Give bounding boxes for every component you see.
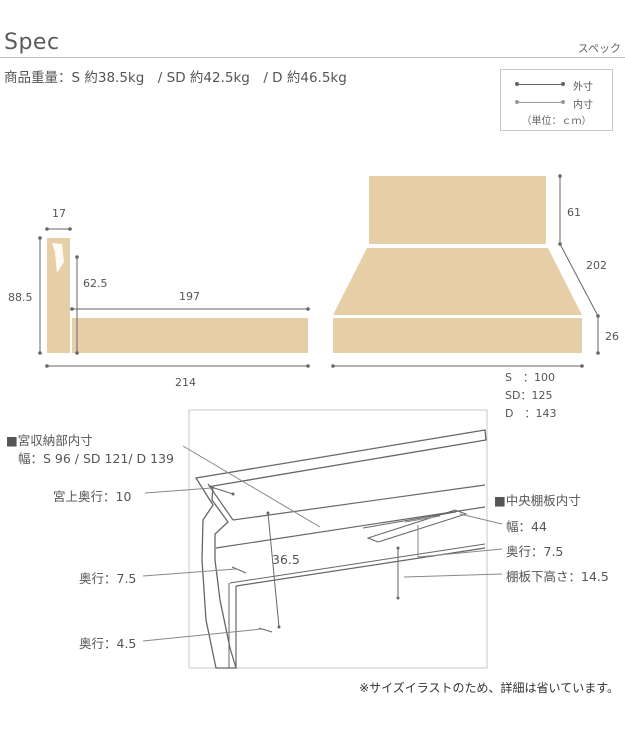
- line-end-dot-icon: [561, 82, 565, 86]
- top-headboard: [369, 176, 546, 244]
- line-end-dot-icon: [515, 82, 519, 86]
- dim-width-sd: SD：125: [505, 389, 553, 402]
- dimension-legend: 外寸 内寸 （単位：ｃｍ）: [500, 69, 613, 131]
- side-view-drawing: [38, 227, 310, 368]
- product-weight: 商品重量：S 約38.5kg / SD 約42.5kg / D 約46.5kg: [4, 70, 347, 86]
- top-depth: 宮上奥行：10: [53, 489, 132, 504]
- dim-headboard-width: 17: [52, 207, 66, 220]
- side-frame: [72, 318, 308, 353]
- footnote: ※サイズイラストのため、詳細は省いています。: [359, 681, 619, 695]
- top-frame: [333, 318, 582, 353]
- dim-inner-length: 197: [179, 290, 200, 303]
- dim-frame-height: 26: [605, 330, 619, 343]
- dim-frame-height: 62.5: [83, 277, 108, 290]
- inner-height: 36.5: [272, 552, 300, 567]
- page-subtitle: スペック: [577, 42, 621, 55]
- shelf-width: 幅：44: [506, 519, 547, 534]
- line-end-dot-icon: [515, 100, 519, 104]
- outer-dimension-line-icon: [517, 84, 563, 85]
- legend-unit: （単位：ｃｍ）: [521, 116, 592, 127]
- side-headboard: [47, 238, 70, 353]
- top-mattress-area: [333, 248, 582, 315]
- shelf-height: 棚板下高さ：14.5: [506, 569, 609, 584]
- dim-headboard-height: 61: [567, 206, 581, 219]
- side-headboard-slot: [52, 243, 64, 273]
- shelf-section-title: ■中央棚板内寸: [494, 493, 581, 508]
- shelf-depth: 奥行：7.5: [506, 544, 564, 559]
- storage-section-title: ■宮収納部内寸: [6, 433, 93, 448]
- dim-line: [559, 243, 599, 317]
- header-divider: [0, 57, 625, 58]
- center-shelf: [366, 509, 468, 543]
- depth-mid: 奥行：7.5: [79, 571, 137, 586]
- dim-total-length: 214: [175, 376, 196, 389]
- depth-low: 奥行：4.5: [79, 636, 137, 651]
- page-title: Spec: [4, 30, 60, 55]
- headboard-detail-drawing: [142, 409, 503, 669]
- dim-width-d: D ：143: [505, 407, 557, 420]
- storage-width: 幅：S 96 / SD 121/ D 139: [18, 451, 175, 466]
- dim-width-s: S ：100: [505, 371, 555, 384]
- line-end-dot-icon: [561, 100, 565, 104]
- top-view-drawing: [331, 174, 600, 368]
- detail-frame: [188, 409, 488, 669]
- inner-dimension-line-icon: [517, 102, 563, 103]
- legend-outer-label: 外寸: [573, 82, 593, 93]
- legend-inner-label: 内寸: [573, 100, 593, 111]
- headboard-outline: [194, 429, 487, 669]
- dim-total-height: 88.5: [8, 291, 33, 304]
- dim-bed-length: 202: [586, 259, 607, 272]
